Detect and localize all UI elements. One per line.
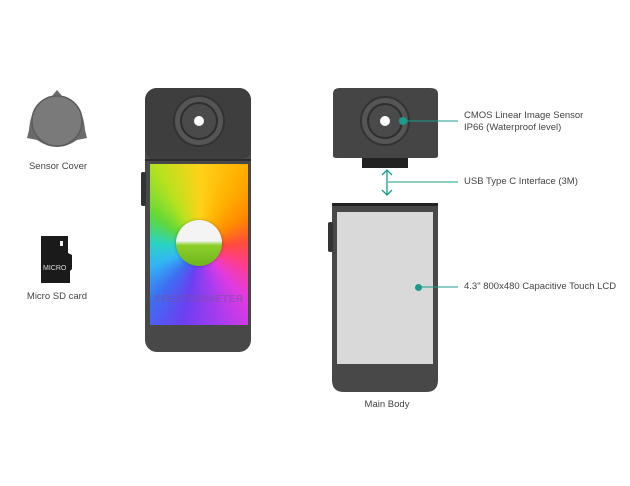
- sensor-callout-dot: [399, 117, 407, 125]
- sensor-head: [333, 88, 438, 168]
- sensor-cover-label: Sensor Cover: [28, 161, 88, 172]
- main-body-label: Main Body: [364, 399, 410, 410]
- usb-callout: USB Type C Interface (3M): [464, 176, 578, 187]
- micro-sd-card-icon: MICRO: [41, 236, 72, 283]
- sd-card-text: MICRO: [43, 265, 67, 272]
- usb-connect-arrow-icon: [381, 169, 393, 196]
- sensor-cover-icon: [27, 90, 87, 147]
- app-logo-icon: [176, 220, 222, 266]
- micro-sd-card-label: Micro SD card: [26, 291, 88, 302]
- lcd-callout: 4.3" 800x480 Capacitive Touch LCD: [464, 281, 617, 292]
- sensor-callout-line1: CMOS Linear Image Sensor: [464, 110, 584, 121]
- screen-title: SPECTROMETER: [154, 294, 244, 305]
- device-screen: SPECTROMETER: [150, 164, 248, 325]
- sensor-callout-line2: IP66 (Waterproof level): [464, 122, 562, 133]
- lcd-callout-dot: [415, 284, 422, 291]
